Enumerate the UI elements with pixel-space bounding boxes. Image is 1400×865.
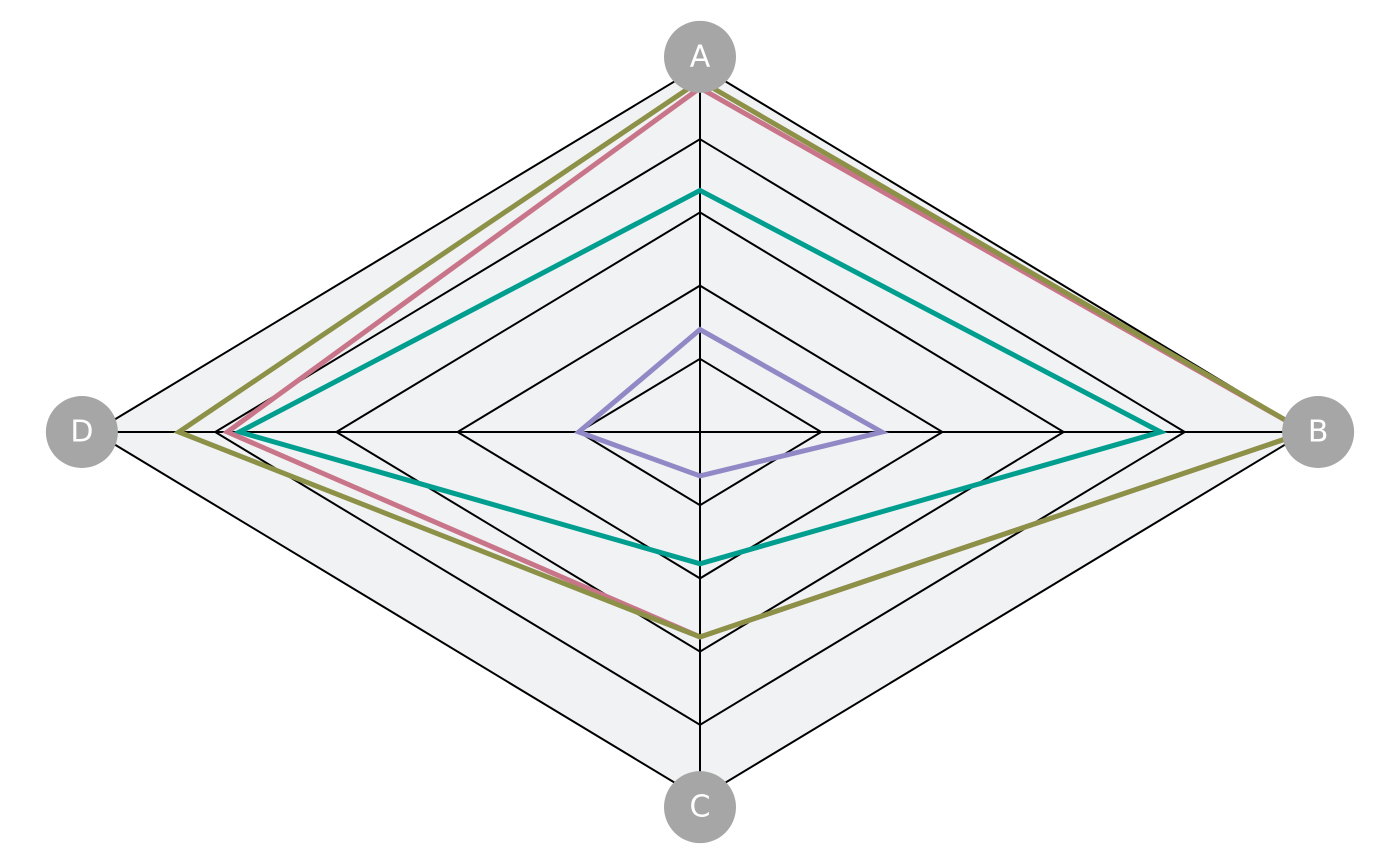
- series-line-2: [232, 187, 1168, 567]
- axis-badge-b: [1282, 396, 1355, 468]
- axis-badge-d: [45, 396, 118, 468]
- series-line-1: [573, 326, 889, 479]
- axis-label-b: B: [1308, 415, 1329, 450]
- axis-label-layer: A B C D: [45, 20, 1355, 844]
- axis-label-a: A: [690, 39, 711, 74]
- axis-badge-a: [664, 20, 736, 93]
- series-line-4: [173, 77, 1313, 640]
- axis-badge-c: [664, 771, 736, 844]
- axis-label-d: D: [70, 415, 93, 450]
- axis-label-c: C: [690, 790, 711, 825]
- series-layer: [173, 77, 1313, 640]
- grid-layer: [92, 64, 1308, 800]
